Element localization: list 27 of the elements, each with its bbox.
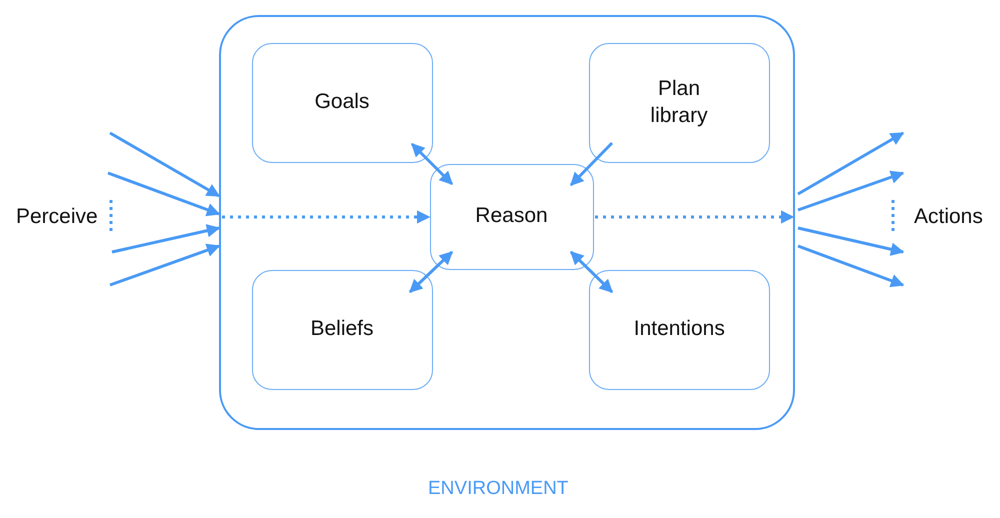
arrow bbox=[797, 244, 904, 288]
component-box bbox=[252, 270, 432, 390]
arrow bbox=[112, 224, 220, 254]
dotted-arrow bbox=[595, 210, 794, 224]
dotted-arrow bbox=[222, 210, 430, 224]
node-label: Plan library bbox=[649, 76, 709, 128]
side-label: Actions bbox=[914, 205, 983, 229]
arrow bbox=[107, 172, 220, 216]
component-box bbox=[588, 42, 770, 162]
arrow bbox=[110, 244, 220, 286]
arrow bbox=[408, 250, 454, 294]
node-label: Goals bbox=[314, 89, 370, 116]
agent-box bbox=[219, 15, 795, 430]
caption-label: ENVIRONMENT bbox=[428, 478, 568, 500]
component-box bbox=[252, 42, 432, 162]
arrow bbox=[797, 132, 904, 196]
node-label: Beliefs bbox=[310, 316, 374, 342]
arrow bbox=[410, 142, 454, 186]
side-label: Perceive bbox=[16, 205, 98, 229]
node-label: Intentions bbox=[634, 316, 724, 342]
component-box bbox=[588, 270, 770, 390]
arrow bbox=[109, 132, 220, 198]
arrow bbox=[798, 170, 904, 212]
component-box bbox=[430, 164, 594, 270]
node-label: Reason bbox=[475, 203, 548, 230]
arrow bbox=[798, 226, 904, 256]
arrow bbox=[570, 250, 614, 294]
